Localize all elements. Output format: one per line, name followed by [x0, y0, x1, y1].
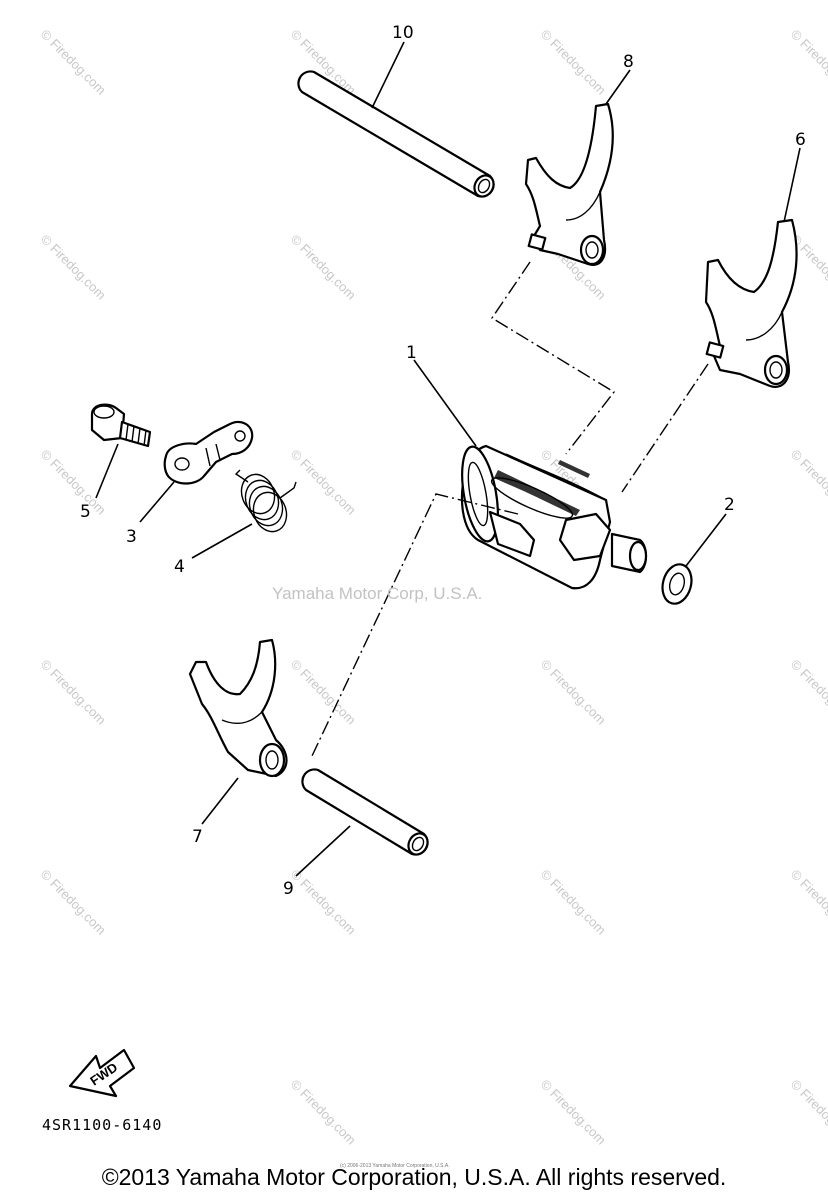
callout-4: 4: [174, 557, 185, 577]
watermark-firedog: © Firedog.com: [538, 867, 609, 938]
watermark-firedog: © Firedog.com: [788, 447, 828, 518]
part-1-shift-cam-drum[interactable]: [456, 444, 648, 590]
part-3-stopper-lever[interactable]: [163, 420, 254, 485]
callout-2: 2: [724, 495, 735, 515]
center-watermark: Yamaha Motor Corp, U.S.A.: [272, 584, 483, 603]
watermark-firedog: © Firedog.com: [788, 657, 828, 728]
callout-leaders: [95, 41, 801, 877]
forward-direction-arrow: FWD: [68, 1048, 136, 1098]
watermark-firedog: © Firedog.com: [788, 27, 828, 98]
watermark-firedog: © Firedog.com: [38, 657, 109, 728]
watermark-firedog: © Firedog.com: [288, 867, 359, 938]
callout-1: 1: [406, 343, 417, 363]
callout-6: 6: [795, 130, 806, 150]
part-2-washer[interactable]: [658, 561, 695, 607]
watermark-firedog: © Firedog.com: [538, 1077, 609, 1148]
diagram-part-code: 4SR1100-6140: [42, 1116, 163, 1134]
part-8-shift-fork[interactable]: [524, 102, 614, 266]
part-9-shift-fork-shaft[interactable]: [301, 768, 431, 858]
part-6-shift-fork[interactable]: [704, 218, 798, 388]
watermark-firedog: © Firedog.com: [288, 1077, 359, 1148]
watermark-firedog: © Firedog.com: [288, 232, 359, 303]
watermark-firedog: © Firedog.com: [38, 232, 109, 303]
watermark-firedog: © Firedog.com: [788, 1077, 828, 1148]
callout-8: 8: [623, 52, 634, 72]
part-10-shift-fork-shaft[interactable]: [297, 70, 497, 200]
watermark-firedog: © Firedog.com: [538, 657, 609, 728]
callout-numbers: 10 8 6 1 2 5 3 4 7 9: [80, 23, 806, 899]
callout-3: 3: [126, 527, 137, 547]
callout-10: 10: [392, 23, 414, 43]
watermark-firedog: © Firedog.com: [788, 867, 828, 938]
assembly-lines: [311, 261, 709, 757]
watermark-firedog: © Firedog.com: [38, 867, 109, 938]
watermark-firedog: © Firedog.com: [38, 447, 109, 518]
callout-9: 9: [283, 879, 294, 899]
callout-7: 7: [192, 827, 203, 847]
part-7-shift-fork[interactable]: [188, 638, 288, 778]
callout-5: 5: [80, 502, 91, 522]
watermark-firedog: © Firedog.com: [288, 447, 359, 518]
part-4-torsion-spring[interactable]: [234, 469, 297, 537]
copyright-notice: ©2013 Yamaha Motor Corporation, U.S.A. A…: [101, 1164, 727, 1190]
watermark-firedog: © Firedog.com: [38, 27, 109, 98]
watermark-firedog: © Firedog.com: [288, 657, 359, 728]
part-5-bolt[interactable]: [90, 403, 152, 448]
watermark-firedog: © Firedog.com: [538, 27, 609, 98]
tiny-copyright: (c) 2006-2013 Yamaha Motor Corporation, …: [340, 1163, 450, 1169]
